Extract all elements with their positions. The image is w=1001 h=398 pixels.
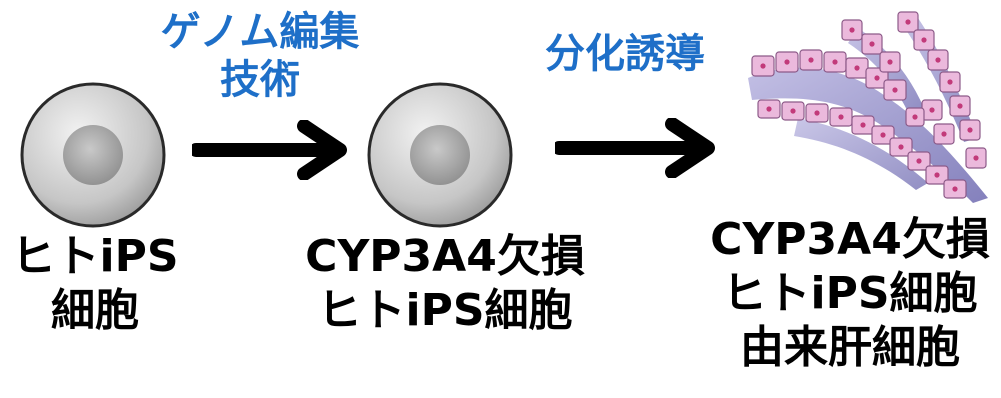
- step-1-label-line-1: ゲノム編集: [160, 9, 360, 55]
- node-1-label: ヒトiPS 細胞: [0, 230, 190, 338]
- step-1-label: ゲノム編集 技術: [150, 8, 370, 104]
- node-3-label-line-3: 由来肝細胞: [740, 322, 960, 373]
- node-1-label-line-1: ヒトiPS: [11, 231, 179, 282]
- node-1-cell-icon: [18, 80, 168, 230]
- node-3-label-line-1: CYP3A4欠損: [710, 214, 990, 265]
- node-2-cell-icon: [365, 80, 515, 230]
- step-1-label-line-2: 技術: [220, 57, 300, 103]
- step-2-label-line-1: 分化誘導: [545, 31, 705, 77]
- node-3-hepatocyte-tissue-icon: [738, 8, 998, 208]
- step-1-arrow-icon: [192, 120, 352, 180]
- node-2-label-line-2: ヒトiPS細胞: [317, 285, 573, 336]
- node-2-label-line-1: CYP3A4欠損: [305, 231, 585, 282]
- node-3-label: CYP3A4欠損 ヒトiPS細胞 由来肝細胞: [700, 213, 1000, 375]
- step-2-arrow-icon: [555, 118, 720, 178]
- step-2-label: 分化誘導: [520, 30, 730, 78]
- node-2-label: CYP3A4欠損 ヒトiPS細胞: [300, 230, 590, 338]
- node-3-label-line-2: ヒトiPS細胞: [722, 268, 978, 319]
- node-1-label-line-2: 細胞: [51, 285, 139, 336]
